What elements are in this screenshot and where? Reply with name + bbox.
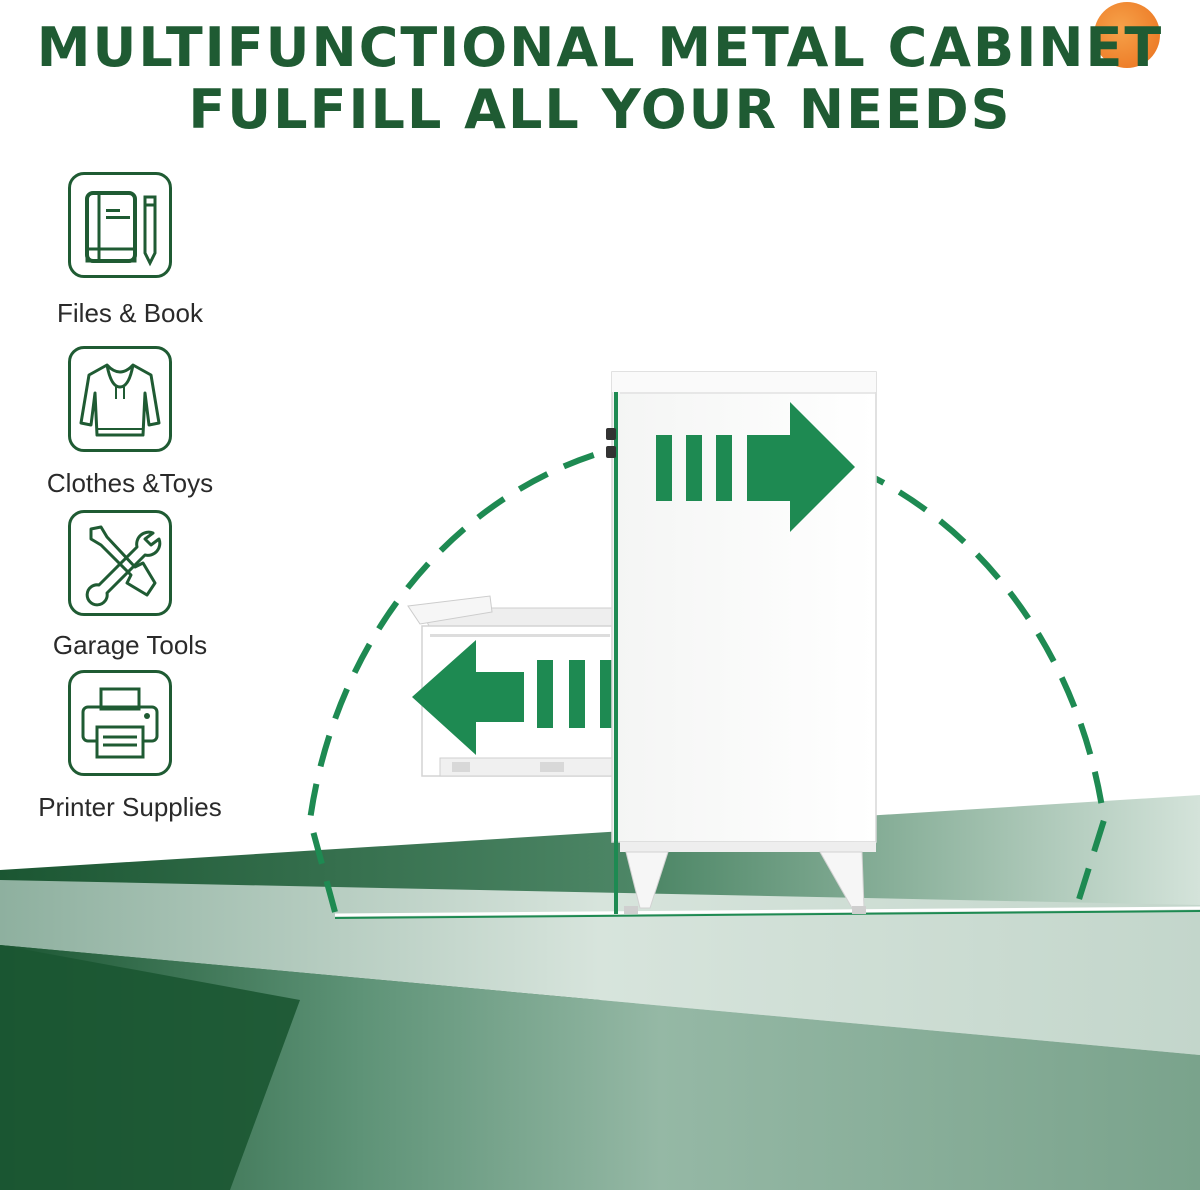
screwdriver-wrench-icon bbox=[68, 510, 172, 616]
drawer-open-arrow-icon bbox=[412, 640, 612, 755]
floor-background bbox=[0, 795, 1200, 1190]
printer-icon bbox=[68, 670, 172, 776]
door-swing-arc bbox=[306, 433, 1108, 913]
feature-label: Files & Book bbox=[57, 298, 203, 328]
feature-clothes-toys: Clothes &Toys bbox=[20, 346, 240, 506]
hoodie-icon bbox=[68, 346, 172, 452]
feature-label: Garage Tools bbox=[52, 630, 208, 660]
feature-label: Clothes &Toys bbox=[46, 468, 214, 498]
feature-garage-tools: Garage Tools bbox=[20, 510, 240, 670]
headline-line-1: MULTIFUNCTIONAL METAL CABINET bbox=[36, 16, 1164, 79]
feature-printer-supplies: Printer Supplies bbox=[20, 670, 240, 830]
feature-label: Printer Supplies bbox=[38, 792, 222, 822]
book-pencil-icon bbox=[68, 172, 172, 278]
door-open-arrow-icon bbox=[656, 402, 855, 532]
headline-line-2: FULFILL ALL YOUR NEEDS bbox=[188, 78, 1012, 141]
feature-files-book: Files & Book bbox=[20, 172, 240, 332]
orange-badge bbox=[1094, 2, 1160, 68]
